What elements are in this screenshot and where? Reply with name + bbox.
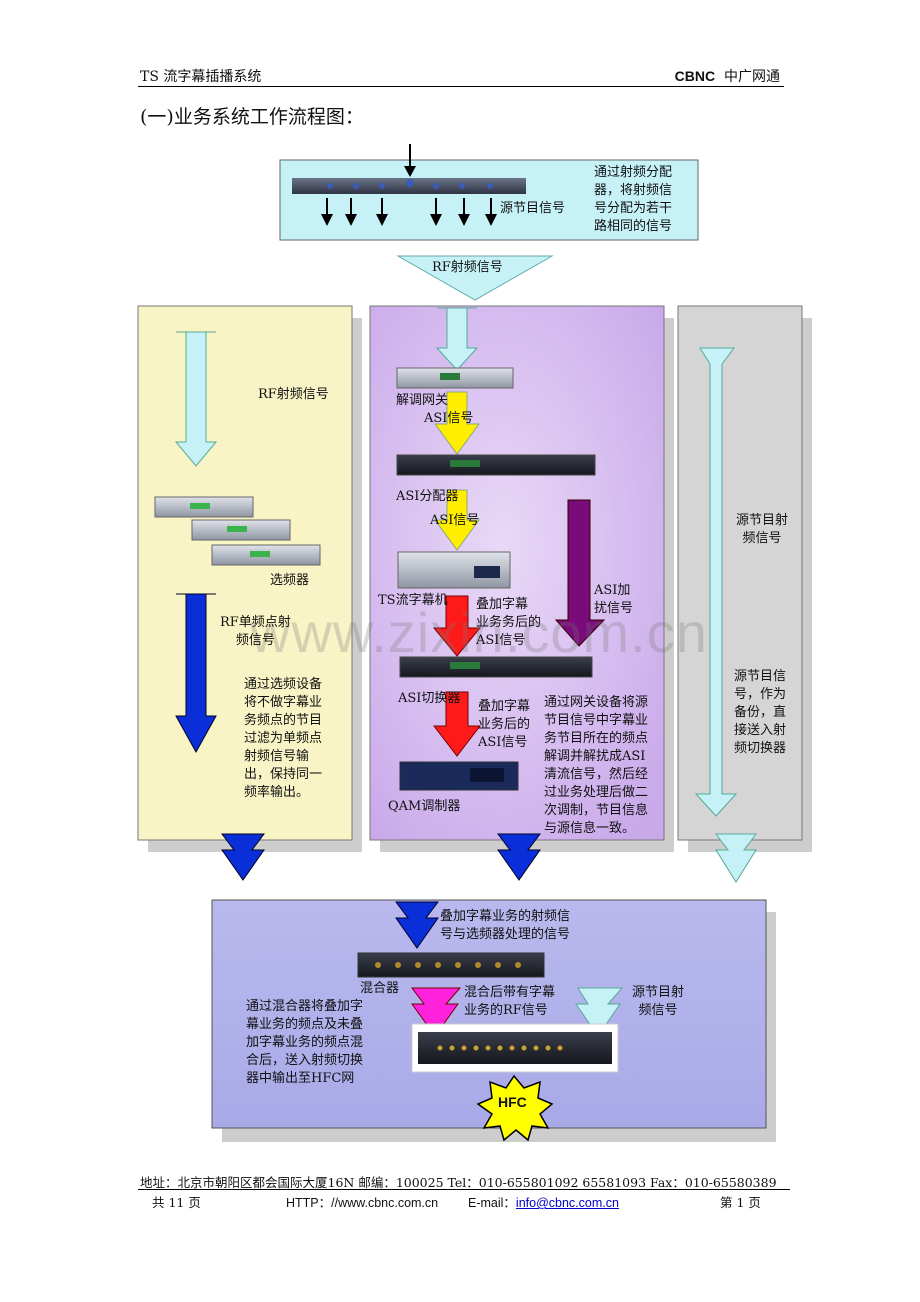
footer-email: E-mail：info@cbnc.com.cn (468, 1192, 619, 1211)
bottom-top-label: 叠加字幕业务的射频信号与选频器处理的信号 (440, 909, 571, 942)
mixed-rf-label: 混合后带有字幕业务的RF信号 (464, 985, 556, 1018)
overlay-arrow-1 (432, 595, 482, 657)
left-panel (137, 305, 353, 841)
mid-output-arrow (497, 833, 541, 881)
hfc-burst (476, 1074, 554, 1142)
gateway-label: 解调网关 (396, 393, 449, 408)
mixer-label: 混合器 (360, 981, 400, 996)
asi-arrow-1 (434, 391, 480, 455)
mid-rf-arrow (435, 307, 479, 371)
frequency-selector-devices (154, 496, 321, 566)
bottom-source-arrow (575, 987, 624, 1037)
overlay-arrow-2 (432, 691, 482, 757)
asi-arrow-2 (434, 489, 480, 551)
right-output-arrow (715, 833, 757, 883)
bottom-in-arrow (395, 901, 439, 949)
left-single-freq-arrow (175, 593, 217, 754)
brand-name: CBNC (674, 68, 716, 84)
rf-arrow-top (396, 255, 554, 301)
brand-cn: 中广网通 (724, 69, 780, 85)
footer-rule (138, 1189, 790, 1190)
left-note: 通过选频设备将不做字幕业务频点的节目过滤为单频点射频信号输出，保持同一频率输出。 (244, 677, 323, 800)
left-rf-arrow (174, 331, 218, 467)
page-title: (一)业务系统工作流程图： (140, 106, 364, 128)
right-source-label: 源节目射频信号 (736, 513, 789, 546)
top-source-label: 源节目信号 (500, 201, 566, 216)
mixer-device (357, 952, 545, 978)
single-freq-label: RF单频点射频信号 (220, 615, 291, 648)
watermark: www.zixin.com.cn (250, 601, 708, 664)
header-right: CBNC 中广网通 (675, 66, 780, 86)
ts-device-label: TS流字幕机 (378, 593, 448, 608)
frequency-selector-label: 选频器 (270, 573, 310, 588)
asi-scramble-arrow (554, 499, 606, 647)
asi-switcher-label: ASI切换器 (398, 691, 461, 706)
left-output-arrow (221, 833, 265, 881)
right-source-arrow (694, 347, 738, 817)
hfc-label: HFC (498, 1094, 527, 1110)
top-box (279, 159, 699, 241)
right-panel (677, 305, 803, 841)
rf-signal-label: RF射频信号 (432, 260, 503, 275)
asi-label-2: ASI信号 (430, 513, 480, 528)
footer-email-label: E-mail： (468, 1196, 516, 1210)
footer-website[interactable]: HTTP：//www.cbnc.com.cn (286, 1196, 439, 1210)
header-left: TS 流字幕插播系统 (140, 69, 262, 85)
asi-scramble-label: ASI加扰信号 (594, 583, 634, 616)
footer-email-link[interactable]: info@cbnc.com.cn (515, 1196, 619, 1210)
right-note: 源节目信号，作为备份，直接送入射频切换器 (734, 669, 787, 756)
bottom-note: 通过混合器将叠加字幕业务的频点及未叠加字幕业务的频点混合后，送入射频切换器中输出… (246, 999, 364, 1086)
asi-splitter-label: ASI分配器 (396, 489, 459, 504)
header-rule (138, 86, 784, 87)
footer-address: 地址：北京市朝阳区都会国际大厦16N 邮编：100025 Tel：010-655… (140, 1175, 777, 1190)
asi-splitter-device (396, 454, 596, 476)
bottom-panel (211, 899, 767, 1129)
qam-label: QAM调制器 (388, 799, 461, 814)
asi-label-1: ASI信号 (424, 411, 474, 426)
top-note: 通过射频分配器，将射频信号分配为若干路相同的信号 (594, 165, 673, 234)
left-rf-label: RF射频信号 (258, 387, 329, 402)
footer-page-number: 第 1 页 (720, 1195, 761, 1210)
asi-switcher-device (399, 656, 593, 678)
mixed-rf-arrow (411, 987, 462, 1037)
bottom-source-label: 源节目射频信号 (632, 985, 685, 1018)
footer-total-pages: 共 11 页 (152, 1195, 201, 1210)
